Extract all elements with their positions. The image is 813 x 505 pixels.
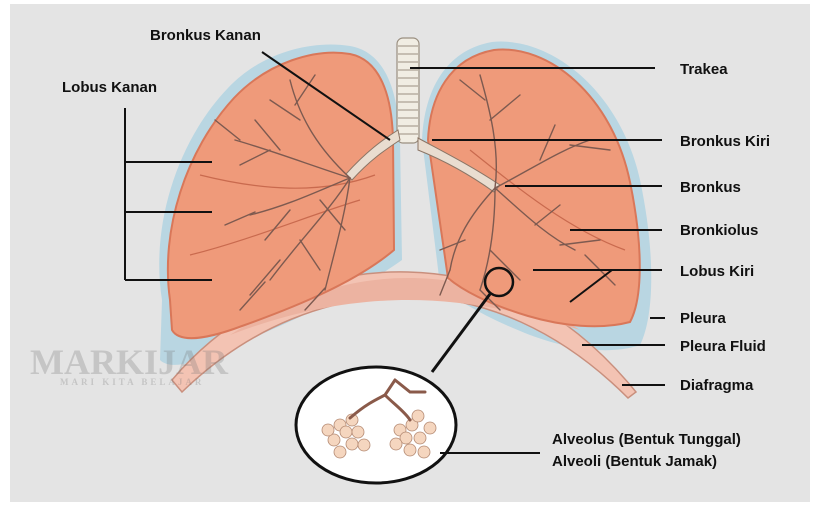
label-trakea: Trakea bbox=[680, 62, 728, 77]
watermark-logo: MARKIJAR bbox=[30, 344, 228, 380]
label-bronkus-kiri: Bronkus Kiri bbox=[680, 134, 770, 149]
trachea bbox=[397, 38, 419, 143]
label-lobus-kiri: Lobus Kiri bbox=[680, 264, 754, 279]
label-bronkus: Bronkus bbox=[680, 180, 741, 195]
label-alveoli: Alveoli (Bentuk Jamak) bbox=[552, 454, 717, 469]
label-pleura: Pleura bbox=[680, 311, 726, 326]
label-bronkiolus: Bronkiolus bbox=[680, 223, 758, 238]
label-bronkus-kanan: Bronkus Kanan bbox=[150, 28, 261, 43]
watermark-tagline: MARI KITA BELAJAR bbox=[60, 378, 204, 387]
label-alveolus: Alveolus (Bentuk Tunggal) bbox=[552, 432, 741, 447]
label-lobus-kanan: Lobus Kanan bbox=[62, 80, 157, 95]
label-diafragma: Diafragma bbox=[680, 378, 753, 393]
label-pleura-fluid: Pleura Fluid bbox=[680, 339, 766, 354]
